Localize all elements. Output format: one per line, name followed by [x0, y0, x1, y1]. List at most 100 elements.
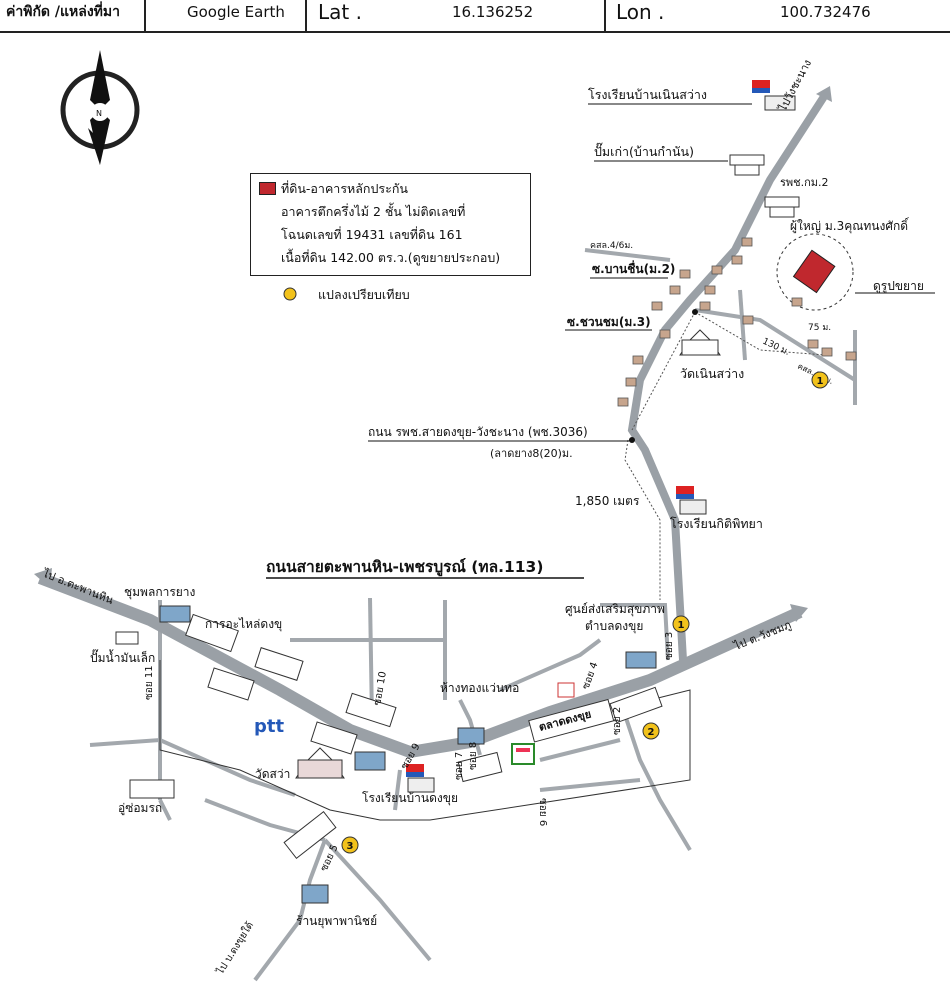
temple-icon — [679, 329, 721, 356]
road-3036-sub-label: (ลาดยาง8(20)ม. — [490, 447, 573, 460]
header-divider — [305, 0, 307, 33]
ptt-logo: ptt — [254, 716, 284, 737]
road-113-label: ถนนสายตะพานหิน-เพชรบูรณ์ (ทล.113) — [266, 558, 543, 578]
road-3036-label: ถนน รพช.สายดงขุย-วังชะนาง (พช.3036) — [368, 425, 588, 440]
wat-nern-sawang-label: วัดเนินสว่าง — [680, 366, 744, 381]
comparable-marker — [672, 615, 690, 633]
lon-label: Lon . — [616, 0, 665, 24]
dist-75-label: 75 ม. — [808, 323, 831, 333]
legend-line-2: อาคารตึกครึ่งไม้ 2 ชั้น ไม่ติดเลขที่ — [281, 204, 466, 219]
south-east-road — [323, 838, 432, 962]
comparable-marker — [811, 371, 829, 389]
source-value: Google Earth — [187, 3, 285, 21]
gold-shop-label: ห้างทองแว่นทอ — [440, 681, 519, 695]
soi-ban-chuen-label: ซ.บานชื่น(ม.2) — [592, 260, 675, 276]
comparable-marker-number: 1 — [678, 620, 685, 631]
convenience-store-icon — [511, 743, 535, 765]
soi-chuan-chom-label: ซ.ชวนชม(ม.3) — [567, 315, 651, 329]
arrow-west — [34, 568, 52, 588]
school-kitti-label: โรงเรียนกิติพิทยา — [670, 516, 763, 531]
soi-11-label: ซอย 11 — [144, 665, 155, 700]
hardware-label: ร้านยุพาพานิชย์ — [296, 914, 377, 929]
soi-2-road — [618, 699, 692, 852]
arrow-east — [790, 604, 808, 622]
soi-2-label: ซอย 2 — [612, 707, 623, 735]
school-icon — [676, 486, 707, 515]
lat-label: Lat . — [318, 0, 362, 24]
header-divider — [604, 0, 606, 33]
soi-10-label: ซอย 10 — [372, 671, 389, 707]
collateral-swatch — [259, 182, 276, 195]
soi-3-label: ซอย 3 — [664, 632, 675, 660]
legend-line-4: เนื้อที่ดิน 142.00 ตร.ว.(ดูขยายประกอบ) — [281, 250, 501, 265]
lon-value: 100.732476 — [780, 3, 871, 21]
comparable-marker-number: 1 — [817, 376, 824, 387]
health-center-icon — [557, 682, 575, 698]
lat-value: 16.136252 — [452, 3, 534, 21]
comparable-marker-number: 3 — [347, 841, 354, 852]
old-pump-label: ปั๊มเก่า(บ้านกำนัน) — [594, 142, 694, 159]
soi-7-label: ซอย 7 — [454, 752, 465, 780]
legend-comparable-label: แปลงเปรียบเทียบ — [318, 287, 410, 302]
distance-dotted-line — [694, 311, 826, 356]
coop-label: ชุมพลการยาง — [124, 585, 195, 600]
ban-chuen-road — [584, 248, 671, 262]
coord-source-label: ค่าพิกัด /แหล่งที่มา — [6, 4, 120, 20]
market-box — [528, 698, 615, 743]
collateral-plot-marker — [792, 249, 836, 294]
soi-6-label: ซอย 6 — [537, 798, 548, 826]
headman-label: ผู้ใหญ่ ม.3คุณทนงศักดิ์ — [790, 217, 910, 234]
zoom-view-label: ดูรูปขยาย — [873, 279, 924, 294]
garage-road — [158, 799, 172, 821]
soi-8-label: ซอย 8 — [468, 742, 479, 770]
convenience-store-stripe — [516, 748, 530, 752]
minor-roads — [89, 248, 857, 982]
dist-1850-label: 1,850 เมตร — [575, 494, 640, 508]
highway-113 — [37, 572, 803, 759]
health-center-label: ศูนย์ส่งเสริมสุขภาพ — [565, 602, 665, 617]
soi-9-road — [393, 769, 402, 811]
temple-icon-small — [295, 747, 345, 779]
house-icons — [617, 237, 857, 407]
soi-4-road — [499, 638, 602, 692]
arrow-north — [816, 86, 832, 102]
school-icon — [406, 764, 435, 793]
dist-130-label: 130 ม. — [761, 337, 791, 358]
legend-line-1: ที่ดิน-อาคารหลักประกัน — [281, 181, 408, 196]
compass-icon: N — [60, 50, 140, 165]
soi-3-road — [600, 603, 670, 661]
comparable-marker — [341, 836, 359, 854]
market-road — [539, 738, 621, 762]
building-icons — [159, 605, 657, 904]
garage-label: อู่ซ่อมรถ — [118, 801, 162, 816]
school-icon — [752, 80, 796, 111]
shophouse-blocks — [129, 613, 663, 859]
junction-dot — [629, 437, 635, 443]
junction-dot — [692, 309, 698, 315]
comparable-marker-number: 2 — [648, 727, 655, 738]
to-south-label: ไป บ.ดงขุยใต้ — [214, 920, 256, 978]
legend-box: ที่ดิน-อาคารหลักประกัน อาคารตึกครึ่งไม้ … — [250, 173, 531, 276]
gas-station-icon — [115, 154, 800, 645]
zoom-circle — [776, 233, 854, 311]
small-pump-label: ปั๊มน้ำมันเล็ก — [90, 649, 155, 665]
school-dong-khui-label: โรงเรียนบ้านดงขุย — [362, 791, 458, 806]
north-letter: N — [96, 109, 102, 118]
lane-to-plot — [738, 289, 747, 361]
road-4-6-label: คสล.4/6ม. — [590, 241, 633, 251]
south-main-road — [253, 839, 327, 982]
market-road-south — [539, 778, 641, 792]
soi-4-label: ซอย 4 — [580, 661, 600, 691]
chuan-chom-road — [694, 308, 857, 382]
school-nern-sawang-label: โรงเรียนบ้านเนินสว่าง — [588, 87, 707, 102]
parts-shop-label: การอะไหล่ดงขุ — [205, 617, 282, 632]
road-3036 — [627, 92, 829, 661]
comparable-marker — [642, 722, 660, 740]
header-divider — [144, 0, 146, 33]
header-bar: ค่าพิกัด /แหล่งที่มา Google Earth Lat . … — [0, 0, 950, 33]
community-boundary — [159, 660, 691, 821]
wat-small-label: วัดสว่า — [255, 767, 290, 781]
legend-line-3: โฉนดเลขที่ 19431 เลขที่ดิน 161 — [281, 227, 463, 242]
distance-dotted-line — [624, 439, 661, 600]
